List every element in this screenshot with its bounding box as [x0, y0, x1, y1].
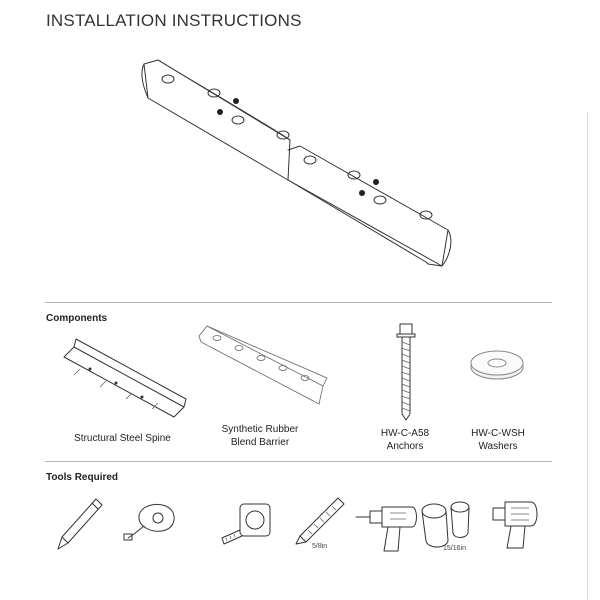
socket-size-label: 15/16in: [443, 545, 466, 552]
anchor-bolt-illustration: [396, 323, 416, 421]
chalk-line-icon: [123, 504, 175, 541]
drill-bit-icon: [295, 497, 345, 545]
section-divider-2: [45, 461, 552, 462]
section-divider: [45, 302, 552, 303]
spine-label: Structural Steel Spine: [74, 433, 171, 444]
washers-label: HW-C-WSH Washers: [471, 428, 525, 452]
impact-wrench-icon: [492, 501, 538, 549]
pencil-icon: [57, 498, 103, 550]
barrier-label: Synthetic Rubber Blend Barrier: [221, 424, 299, 448]
hammer-drill-icon: [355, 506, 417, 552]
socket-icon: [421, 501, 470, 548]
rubber-barrier-illustration: [198, 325, 328, 405]
tools-heading: Tools Required: [46, 472, 119, 483]
drill-bit-size-label: 5/8in: [312, 543, 328, 550]
components-heading: Components: [46, 313, 108, 324]
steel-spine-illustration: [63, 338, 187, 418]
assembled-barrier-illustration: [141, 59, 452, 267]
page-edge-line: [587, 112, 588, 600]
tape-measure-icon: [221, 503, 271, 545]
page-title: INSTALLATION INSTRUCTIONS: [46, 11, 302, 30]
anchors-label: HW-C-A58 Anchors: [380, 428, 430, 452]
washer-illustration: [470, 350, 524, 380]
